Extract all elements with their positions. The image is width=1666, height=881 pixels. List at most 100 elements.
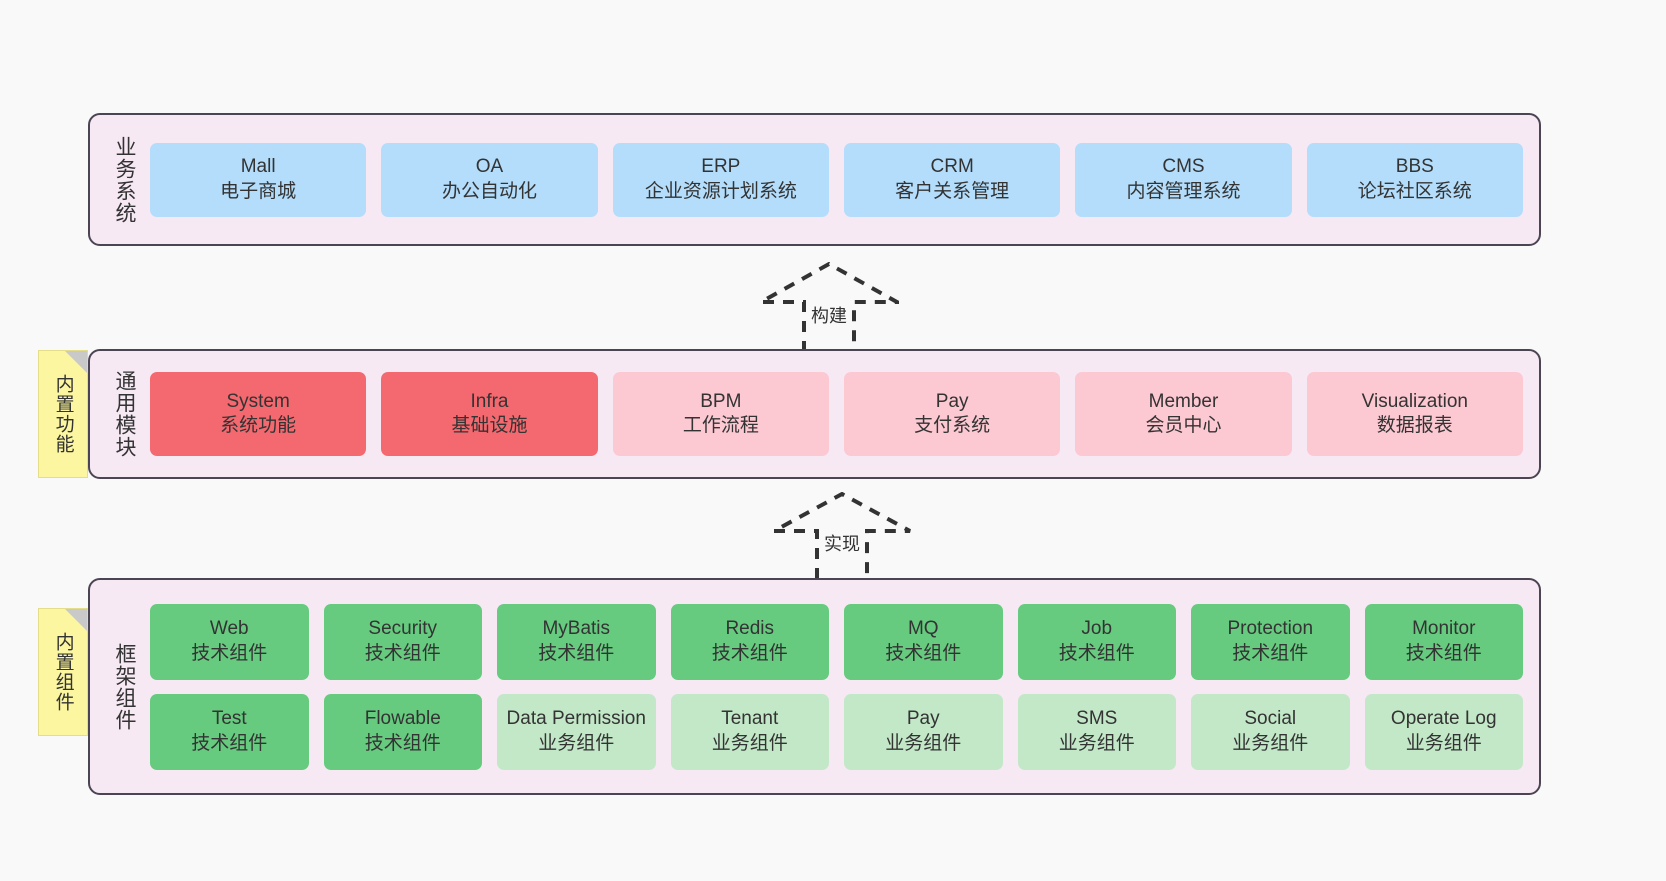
sticky-note-builtin-components: 内置组件 bbox=[38, 608, 88, 736]
box-name: MQ bbox=[907, 618, 939, 640]
box-name: Protection bbox=[1227, 618, 1314, 640]
box-desc: 电子商城 bbox=[220, 180, 297, 202]
framework-box-web[interactable]: Web 技术组件 bbox=[150, 603, 309, 680]
framework-box-pay[interactable]: Pay 业务组件 bbox=[844, 693, 1003, 770]
box-desc: 技术组件 bbox=[538, 642, 615, 664]
box-name: Mall bbox=[240, 156, 276, 178]
box-desc: 技术组件 bbox=[191, 732, 268, 754]
layer-common-modules-title: 通用模块 bbox=[113, 370, 136, 458]
box-name: Social bbox=[1244, 708, 1297, 730]
box-name: Data Permission bbox=[506, 708, 646, 730]
framework-box-sms[interactable]: SMS 业务组件 bbox=[1017, 693, 1176, 770]
box-desc: 技术组件 bbox=[1405, 642, 1482, 664]
business-system-box-oa[interactable]: OA 办公自动化 bbox=[381, 142, 598, 217]
box-desc: 基础设施 bbox=[451, 415, 528, 436]
box-desc: 系统功能 bbox=[220, 415, 297, 436]
sticky-note-label: 内置组件 bbox=[52, 632, 74, 712]
business-system-box-crm[interactable]: CRM 客户关系管理 bbox=[843, 142, 1061, 217]
box-desc: 技术组件 bbox=[1232, 642, 1309, 664]
box-name: MyBatis bbox=[542, 618, 611, 640]
framework-box-job[interactable]: Job 技术组件 bbox=[1017, 603, 1176, 680]
framework-box-operate-log[interactable]: Operate Log 业务组件 bbox=[1364, 693, 1523, 770]
box-desc: 业务组件 bbox=[1232, 732, 1309, 754]
build-arrow-icon bbox=[759, 262, 899, 352]
box-name: Security bbox=[368, 618, 438, 640]
sticky-note-label: 内置功能 bbox=[52, 374, 74, 454]
layer-framework-components: 框架组件 Web 技术组件 Security 技术组件 MyBatis 技术组件… bbox=[88, 578, 1541, 795]
sticky-fold-corner-icon bbox=[65, 609, 87, 631]
box-desc: 业务组件 bbox=[1058, 732, 1135, 754]
framework-box-redis[interactable]: Redis 技术组件 bbox=[670, 603, 829, 680]
module-box-visualization[interactable]: Visualization 数据报表 bbox=[1306, 372, 1523, 456]
connector-build-label: 构建 bbox=[808, 302, 850, 328]
connector-implement-label: 实现 bbox=[821, 530, 863, 556]
box-name: Pay bbox=[906, 708, 940, 730]
box-desc: 技术组件 bbox=[1058, 642, 1135, 664]
box-desc: 论坛社区系统 bbox=[1357, 180, 1472, 202]
implement-arrow-icon bbox=[773, 492, 911, 579]
framework-box-flowable[interactable]: Flowable 技术组件 bbox=[323, 693, 482, 770]
module-box-system[interactable]: System 系统功能 bbox=[150, 372, 367, 456]
box-desc: 业务组件 bbox=[885, 732, 962, 754]
box-name: SMS bbox=[1076, 708, 1118, 730]
business-system-box-erp[interactable]: ERP 企业资源计划系统 bbox=[612, 142, 829, 217]
framework-box-mybatis[interactable]: MyBatis 技术组件 bbox=[497, 603, 656, 680]
module-box-infra[interactable]: Infra 基础设施 bbox=[381, 372, 598, 456]
box-name: Infra bbox=[470, 390, 509, 412]
box-name: ERP bbox=[701, 156, 741, 178]
box-desc: 内容管理系统 bbox=[1126, 180, 1241, 202]
box-name: Pay bbox=[935, 390, 969, 412]
module-box-pay[interactable]: Pay 支付系统 bbox=[843, 372, 1061, 456]
box-name: Monitor bbox=[1412, 618, 1476, 640]
box-name: OA bbox=[475, 156, 504, 178]
box-name: Visualization bbox=[1361, 390, 1468, 412]
framework-row-technical: Web 技术组件 Security 技术组件 MyBatis 技术组件 Redi… bbox=[150, 603, 1523, 680]
box-name: CMS bbox=[1162, 156, 1205, 178]
box-desc: 业务组件 bbox=[538, 732, 615, 754]
box-name: Tenant bbox=[721, 708, 779, 730]
box-desc: 会员中心 bbox=[1145, 415, 1222, 436]
box-name: CRM bbox=[930, 156, 974, 178]
box-desc: 客户关系管理 bbox=[895, 180, 1010, 202]
box-desc: 数据报表 bbox=[1376, 415, 1453, 436]
box-desc: 技术组件 bbox=[191, 642, 268, 664]
framework-box-social[interactable]: Social 业务组件 bbox=[1191, 693, 1350, 770]
box-desc: 业务组件 bbox=[711, 732, 788, 754]
module-box-bpm[interactable]: BPM 工作流程 bbox=[612, 372, 829, 456]
layer-framework-components-body: Web 技术组件 Security 技术组件 MyBatis 技术组件 Redi… bbox=[142, 580, 1539, 793]
box-name: BBS bbox=[1395, 156, 1434, 178]
framework-box-protection[interactable]: Protection 技术组件 bbox=[1191, 603, 1350, 680]
box-desc: 企业资源计划系统 bbox=[644, 180, 797, 202]
box-desc: 办公自动化 bbox=[441, 180, 537, 202]
framework-box-test[interactable]: Test 技术组件 bbox=[150, 693, 309, 770]
module-box-member[interactable]: Member 会员中心 bbox=[1075, 372, 1292, 456]
layer-business-systems-body: Mall 电子商城 OA 办公自动化 ERP 企业资源计划系统 CRM 客户关系… bbox=[142, 115, 1539, 244]
business-system-box-mall[interactable]: Mall 电子商城 bbox=[150, 142, 367, 217]
business-system-box-bbs[interactable]: BBS 论坛社区系统 bbox=[1306, 142, 1523, 217]
layer-common-modules: 通用模块 System 系统功能 Infra 基础设施 BPM 工作流程 Pay… bbox=[88, 349, 1541, 479]
box-desc: 技术组件 bbox=[885, 642, 962, 664]
box-name: System bbox=[226, 390, 290, 412]
connector-implement: 实现 bbox=[772, 492, 912, 579]
box-name: Web bbox=[209, 618, 249, 640]
box-name: Job bbox=[1081, 618, 1113, 640]
box-name: BPM bbox=[700, 390, 742, 412]
box-desc: 技术组件 bbox=[364, 732, 441, 754]
framework-box-security[interactable]: Security 技术组件 bbox=[323, 603, 482, 680]
framework-box-mq[interactable]: MQ 技术组件 bbox=[844, 603, 1003, 680]
box-desc: 工作流程 bbox=[682, 415, 759, 436]
box-name: Test bbox=[211, 708, 247, 730]
business-system-box-cms[interactable]: CMS 内容管理系统 bbox=[1075, 142, 1292, 217]
box-name: Flowable bbox=[364, 708, 441, 730]
framework-box-tenant[interactable]: Tenant 业务组件 bbox=[670, 693, 829, 770]
framework-box-monitor[interactable]: Monitor 技术组件 bbox=[1364, 603, 1523, 680]
box-desc: 业务组件 bbox=[1405, 732, 1482, 754]
sticky-fold-corner-icon bbox=[65, 351, 87, 373]
box-name: Member bbox=[1148, 390, 1219, 412]
connector-build: 构建 bbox=[759, 262, 899, 352]
framework-box-data-permission[interactable]: Data Permission 业务组件 bbox=[497, 693, 656, 770]
layer-framework-components-title: 框架组件 bbox=[113, 642, 136, 731]
box-desc: 技术组件 bbox=[364, 642, 441, 664]
sticky-note-builtin-features: 内置功能 bbox=[38, 350, 88, 478]
